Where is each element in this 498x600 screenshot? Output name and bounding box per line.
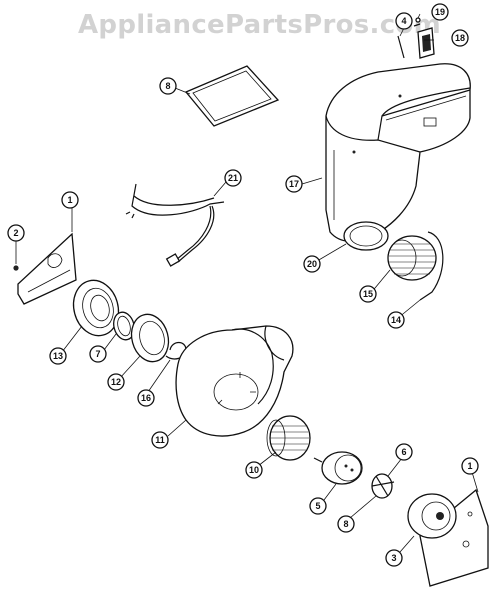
callout-7: 7	[89, 345, 107, 363]
right-mounting-plate	[407, 488, 489, 587]
wire-clip	[419, 231, 444, 301]
svg-text:5: 5	[315, 501, 320, 511]
callouts: 8 4 19 18 17 21 1 2	[7, 3, 479, 567]
callout-4: 4	[395, 12, 413, 30]
svg-text:18: 18	[455, 33, 465, 43]
svg-text:3: 3	[391, 553, 396, 563]
svg-text:13: 13	[53, 351, 63, 361]
svg-text:8: 8	[343, 519, 348, 529]
svg-text:8: 8	[165, 81, 170, 91]
filter-panel	[184, 65, 280, 127]
svg-text:10: 10	[249, 465, 259, 475]
svg-text:7: 7	[95, 349, 100, 359]
callout-5: 5	[309, 497, 327, 515]
callout-1-right: 1	[461, 457, 479, 475]
motor	[313, 451, 363, 485]
small-screw-part	[413, 17, 421, 27]
flex-duct	[387, 235, 437, 281]
callout-21: 21	[224, 169, 242, 187]
svg-text:11: 11	[155, 435, 165, 445]
callout-11: 11	[151, 431, 169, 449]
left-mounting-plate	[17, 232, 77, 305]
callout-8-filter: 8	[159, 77, 177, 95]
svg-text:2: 2	[13, 228, 18, 238]
callout-8-motor: 8	[337, 515, 355, 533]
svg-text:20: 20	[307, 259, 317, 269]
callout-12: 12	[107, 373, 125, 391]
svg-text:4: 4	[401, 16, 406, 26]
svg-text:19: 19	[435, 7, 445, 17]
callout-19: 19	[431, 3, 449, 21]
callout-13: 13	[49, 347, 67, 365]
callout-15: 15	[359, 285, 377, 303]
callout-17: 17	[285, 175, 303, 193]
svg-text:6: 6	[401, 447, 406, 457]
callout-14: 14	[387, 311, 405, 329]
callout-16: 16	[137, 389, 155, 407]
callout-10: 10	[245, 461, 263, 479]
blower-housing	[175, 325, 294, 437]
svg-text:17: 17	[289, 179, 299, 189]
callout-18: 18	[451, 29, 469, 47]
svg-text:14: 14	[391, 315, 401, 325]
duct-housing	[325, 63, 471, 251]
inlet-ring	[130, 313, 170, 363]
left-flange	[72, 279, 120, 337]
svg-text:15: 15	[363, 289, 373, 299]
bracket-part	[417, 27, 435, 59]
callout-1-left: 1	[61, 191, 79, 209]
callout-2: 2	[7, 224, 25, 242]
nut	[13, 265, 19, 271]
svg-text:16: 16	[141, 393, 151, 403]
callout-6: 6	[395, 443, 413, 461]
svg-text:1: 1	[467, 461, 472, 471]
power-cord	[125, 183, 225, 267]
motor-mount	[371, 473, 395, 499]
watermark: AppliancePartsPros.com	[78, 10, 441, 40]
blower-wheel	[266, 415, 311, 461]
screw-part	[397, 35, 405, 59]
callout-20: 20	[303, 255, 321, 273]
svg-text:1: 1	[67, 195, 72, 205]
svg-text:21: 21	[228, 173, 238, 183]
callout-3: 3	[385, 549, 403, 567]
svg-text:12: 12	[111, 377, 121, 387]
